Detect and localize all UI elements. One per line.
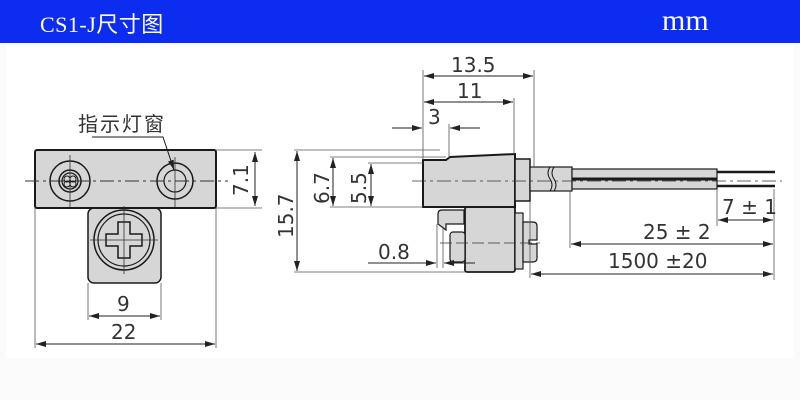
dim-height-5-5: 5.5 bbox=[347, 172, 371, 204]
cable-sheath bbox=[529, 166, 573, 192]
front-view: 指示灯窗 7.1 9 22 bbox=[25, 112, 262, 348]
dim-height-7-1: 7.1 bbox=[229, 164, 253, 196]
title-bar: CS1-J尺寸图 mm bbox=[0, 0, 800, 43]
dim-bracket-width-9: 9 bbox=[117, 292, 130, 316]
screw-icon bbox=[90, 206, 158, 274]
dim-body-length-11: 11 bbox=[457, 79, 482, 103]
connector-icon bbox=[49, 155, 91, 207]
dim-overall-length-13-5: 13.5 bbox=[451, 53, 496, 77]
drawing-title: CS1-J尺寸图 bbox=[40, 12, 164, 37]
indicator-window-label: 指示灯窗 bbox=[78, 112, 166, 136]
dim-strip-length: 7 ± 1 bbox=[722, 195, 777, 219]
dim-overall-height-15-7: 15.7 bbox=[274, 193, 298, 238]
sensor-body-side bbox=[422, 152, 516, 208]
unit-label: mm bbox=[662, 4, 709, 37]
cable-dimensions: 7 ± 1 25 ± 2 1500 ±20 bbox=[529, 189, 777, 280]
dim-gap-0-8: 0.8 bbox=[378, 240, 410, 264]
dim-overall-width-22: 22 bbox=[111, 320, 136, 344]
screw-side bbox=[522, 221, 538, 263]
dim-height-6-7: 6.7 bbox=[310, 172, 334, 204]
dim-step-3: 3 bbox=[428, 105, 441, 129]
dim-sheath-strip: 25 ± 2 bbox=[643, 220, 711, 244]
bracket-side bbox=[464, 206, 516, 273]
indicator-window-icon bbox=[156, 157, 194, 207]
dim-cable-length: 1500 ±20 bbox=[608, 249, 707, 273]
side-view: 13.5 11 3 15.7 6.7 5.5 0.8 bbox=[274, 53, 782, 273]
